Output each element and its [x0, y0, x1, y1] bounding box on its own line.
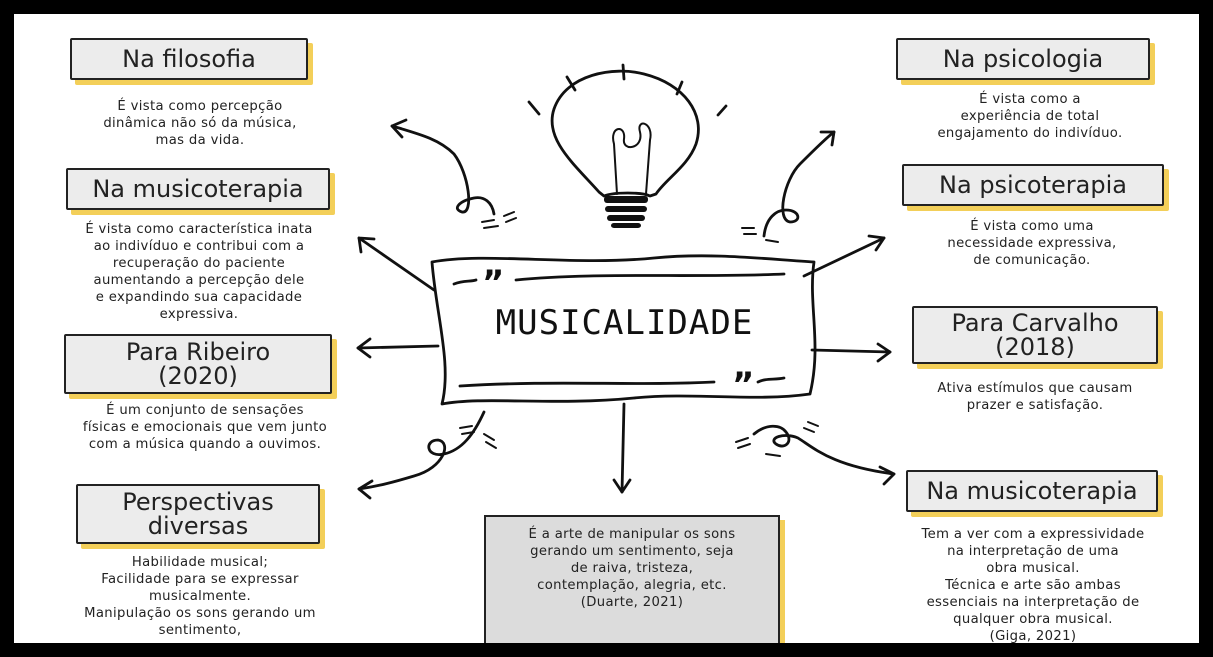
description-line: ao indivíduo e contribui com a	[93, 239, 305, 254]
central-title: MUSICALIDADE	[495, 303, 754, 343]
description-line: físicas e emocionais que vem junto	[82, 420, 328, 435]
lightbulb-filament	[612, 122, 652, 195]
central-frame-bottom-line	[458, 380, 716, 388]
description-line: necessidade expressiva,	[947, 236, 1117, 251]
node-description-filosofia: É vista como percepção dinâmica não só d…	[80, 98, 320, 149]
description-line: recuperação do paciente	[112, 256, 286, 271]
heading-text: (2020)	[158, 362, 238, 390]
description-line: engajamento do indivíduo.	[937, 126, 1123, 141]
lightbulb-ray-4	[675, 80, 684, 96]
quote-close: ”	[732, 365, 755, 405]
description-line: obra musical.	[986, 561, 1080, 576]
description-line: Tem a ver com a expressividade	[921, 527, 1145, 542]
description-line: qualquer obra musical.	[953, 612, 1113, 627]
description-line: (Giga, 2021)	[989, 629, 1077, 643]
node-description-psicoterapia: É vista como uma necessidade expressiva,…	[910, 218, 1154, 269]
description-line: com a música quando a ouvimos.	[88, 437, 322, 452]
arrow-to-psicoterapia	[802, 234, 886, 278]
definition-box	[484, 515, 780, 643]
node-heading-musicoterapia-2: Na musicoterapia	[906, 470, 1158, 512]
quote-open: ”	[482, 263, 505, 303]
arrow-to-musicoterapia-2	[735, 421, 896, 486]
heading-text: Na filosofia	[122, 45, 256, 73]
definition-line: É a arte de manipular os sons	[528, 527, 736, 542]
node-heading-musicoterapia-1: Na musicoterapia	[66, 168, 330, 210]
description-line: experiência de total	[960, 109, 1100, 124]
mind-map-drawing	[356, 63, 896, 500]
node-description-carvalho: Ativa estímulos que causam prazer e sati…	[910, 380, 1160, 414]
central-frame-top-line	[514, 272, 786, 282]
heading-text: Perspectivas	[122, 488, 274, 516]
description-line: É um conjunto de sensações	[106, 403, 304, 418]
heading-text: Na musicoterapia	[92, 175, 304, 203]
description-line: Facilidade para se expressar	[101, 572, 299, 587]
description-line: Técnica e arte são ambas	[945, 578, 1121, 593]
node-description-perspectivas: Habilidade musical; Facilidade para se e…	[60, 554, 340, 639]
description-line: de comunicação.	[973, 253, 1091, 268]
description-line: É vista como a	[979, 92, 1081, 107]
heading-text: Na musicoterapia	[926, 477, 1138, 505]
lightbulb-ray-5	[716, 104, 728, 117]
heading-text: (2018)	[995, 333, 1075, 361]
description-line: É vista como característica inata	[85, 222, 313, 237]
arrow-to-definition	[612, 402, 632, 494]
arrow-to-filosofia	[390, 118, 517, 229]
description-line: Habilidade musical;	[131, 555, 269, 570]
arrow-to-musicoterapia-1	[357, 236, 436, 292]
description-line: dinâmica não só da música,	[103, 116, 297, 131]
central-frame-bottom-line-right	[756, 376, 786, 384]
definition-line: de raiva, tristeza,	[570, 561, 694, 576]
mind-map-page: MUSICALIDADE ” ” Na filosofia É vista co…	[14, 14, 1199, 643]
node-description-musicoterapia-2: Tem a ver com a expressividade na interp…	[888, 526, 1178, 643]
definition-line: (Duarte, 2021)	[580, 595, 684, 610]
description-line: É vista como uma	[970, 219, 1094, 234]
node-description-ribeiro: É um conjunto de sensações físicas e emo…	[60, 402, 350, 453]
lightbulb-icon	[550, 69, 700, 198]
arrow-to-perspectivas	[357, 410, 497, 500]
arrow-to-carvalho	[810, 342, 892, 363]
node-heading-psicologia: Na psicologia	[896, 38, 1150, 80]
central-frame	[430, 254, 817, 406]
description-line: aumentando a percepção dele	[93, 273, 305, 288]
description-line: É vista como percepção	[117, 99, 283, 114]
lightbulb-base	[604, 196, 648, 228]
description-line: essenciais na interpretação de	[926, 595, 1140, 610]
node-heading-psicoterapia: Na psicoterapia	[902, 164, 1164, 206]
heading-text: diversas	[147, 512, 249, 540]
description-line: prazer e satisfação.	[966, 398, 1104, 413]
node-heading-perspectivas: Perspectivas diversas	[76, 484, 320, 544]
node-heading-ribeiro: Para Ribeiro (2020)	[64, 334, 332, 394]
node-heading-carvalho: Para Carvalho (2018)	[912, 306, 1158, 364]
description-line: musicalmente.	[148, 589, 252, 604]
description-line: expressiva.	[159, 307, 239, 322]
description-line: na interpretação de uma	[947, 544, 1119, 559]
node-description-musicoterapia-1: É vista como característica inata ao ind…	[44, 221, 354, 323]
node-description-psicologia: É vista como a experiência de total enga…	[910, 91, 1150, 142]
lightbulb-ray-1	[527, 100, 541, 116]
description-line: e expandindo sua capacidade	[95, 290, 303, 305]
arrow-to-psicologia	[741, 130, 836, 243]
description-line: Manipulação os sons gerando um	[84, 606, 316, 621]
heading-text: Na psicologia	[942, 45, 1104, 73]
heading-text: Para Ribeiro	[125, 338, 271, 366]
definition-line: contemplação, alegria, etc.	[537, 578, 727, 593]
heading-text: Para Carvalho	[951, 309, 1119, 337]
description-line: sentimento,	[158, 623, 242, 638]
definition-text: É a arte de manipular os sons gerando um…	[488, 526, 776, 611]
lightbulb-ray-2	[565, 75, 577, 92]
heading-text: Na psicoterapia	[939, 171, 1127, 199]
node-heading-filosofia: Na filosofia	[70, 38, 308, 80]
arrow-to-ribeiro	[356, 337, 440, 359]
central-frame-top-line-left	[452, 278, 478, 286]
description-line: Ativa estímulos que causam	[937, 381, 1133, 396]
description-line: mas da vida.	[155, 133, 245, 148]
definition-line: gerando um sentimento, seja	[530, 544, 734, 559]
